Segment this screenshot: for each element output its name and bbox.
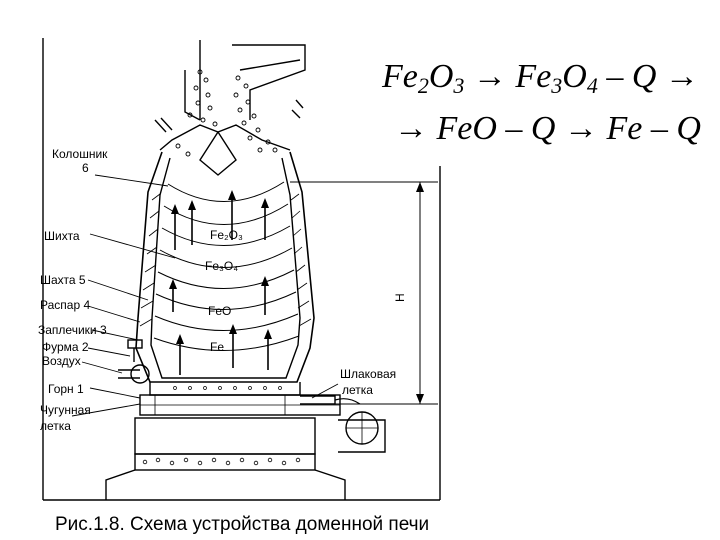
label-shakhta: Шахта 5 (40, 273, 86, 287)
height-dimension (290, 181, 438, 405)
gas-flow-arrows (172, 196, 269, 375)
label-chugunnaya-1: Чугунная (40, 403, 91, 417)
label-height: H (393, 293, 407, 302)
label-shikhta: Шихта (44, 229, 80, 243)
slag-dots (173, 386, 282, 390)
leader-lines (71, 174, 339, 417)
foundation (105, 417, 346, 500)
charging-apparatus (154, 40, 306, 176)
figure-caption: Рис.1.8. Схема устройства доменной печи (55, 514, 430, 535)
hearth (139, 382, 341, 416)
label-shlakovaya-1: Шлаковая (340, 367, 396, 381)
height-dimension-arrows (416, 182, 424, 404)
charge-layer-arcs (153, 181, 300, 351)
label-zaplechiki: Заплечики 3 (38, 323, 107, 337)
gas-arrowheads (169, 190, 272, 344)
foundation-gravel (142, 457, 301, 466)
reduction-formula-line-1: Fe2O3 → Fe3O4 – Q → (382, 58, 699, 98)
lining-hatching (139, 193, 312, 327)
label-koloshnik-num: 6 (82, 161, 89, 175)
furnace-shell-outer (135, 151, 315, 383)
label-gorn: Горн 1 (48, 382, 84, 396)
label-chugunnaya-2: летка (40, 419, 71, 433)
furnace-lining-inner (150, 157, 301, 379)
zone-feo: FeO (208, 304, 231, 318)
tuyere (118, 339, 150, 384)
label-koloshnik: Колошник (52, 147, 108, 161)
zone-fe3o4: Fe₃O₄ (205, 259, 238, 273)
zone-fe: Fe (210, 340, 224, 354)
label-shlakovaya-2: летка (342, 383, 373, 397)
charge-pellets (175, 69, 278, 157)
label-vozdukh: Воздух (42, 354, 81, 368)
zone-fe2o3: Fe₂O₃ (210, 228, 243, 242)
label-furma: Фурма 2 (42, 340, 89, 354)
reduction-formula-line-2: → FeO – Q → Fe – Q (394, 110, 701, 147)
label-raspar: Распар 4 (40, 298, 90, 312)
